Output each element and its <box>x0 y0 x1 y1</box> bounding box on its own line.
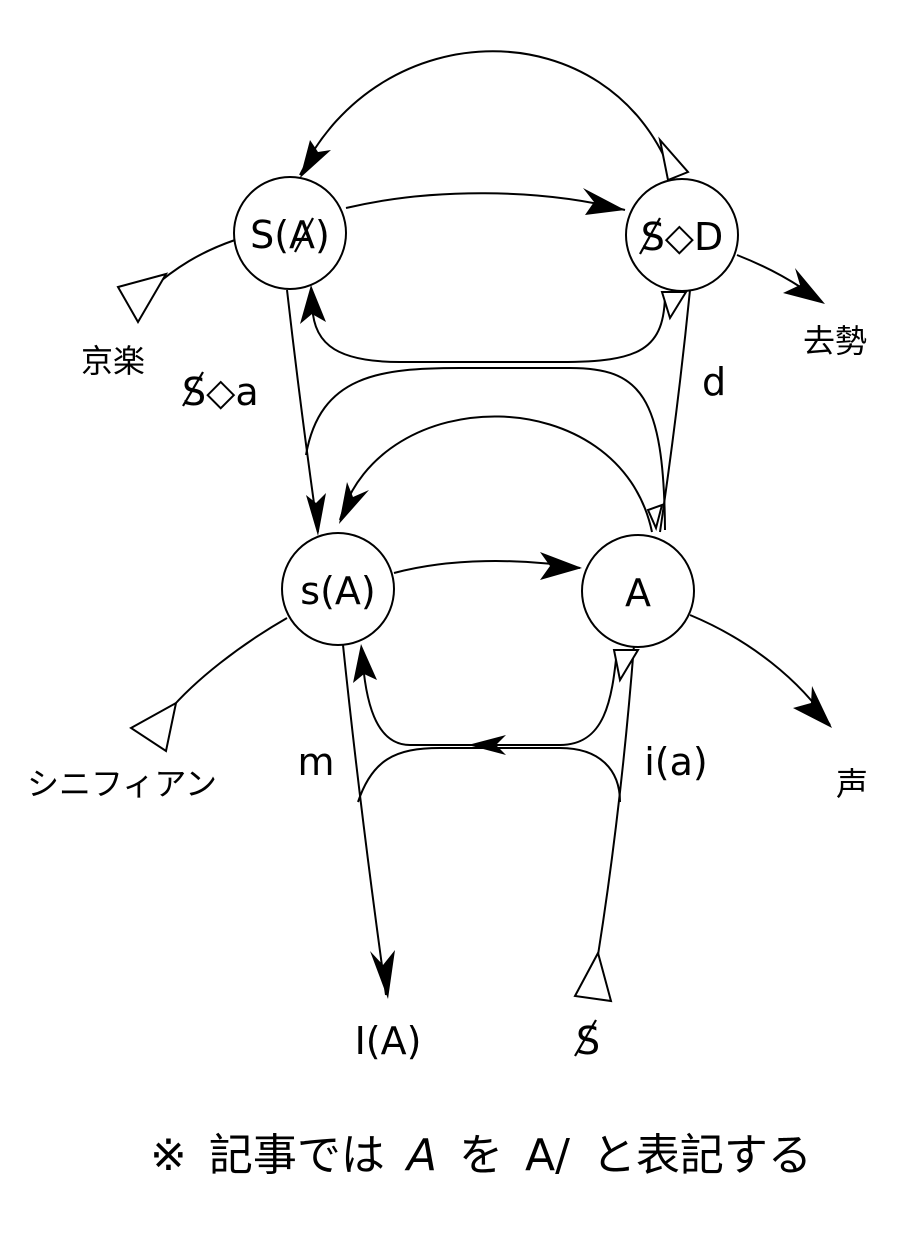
label-ideal: I(A) <box>355 1019 422 1063</box>
edge-return-bottom <box>361 649 618 746</box>
arrowhead-return-bottom <box>353 644 377 683</box>
footnote-mark: ※ <box>150 1130 187 1181</box>
edge-cross-over <box>305 367 666 531</box>
label-barred-subject-bar <box>574 1019 597 1057</box>
node-s-of-a-upper: S(A) <box>233 176 347 290</box>
footnote-a-slash: A/ <box>525 1130 570 1181</box>
open-triangle-return-upper <box>660 291 688 321</box>
node-a: A <box>581 534 695 648</box>
node-barred-s-lozenge-d-circle <box>625 178 739 292</box>
label-jouissance: 京楽 <box>81 342 145 380</box>
node-s-of-a-upper-bar <box>294 217 314 253</box>
edge-ideal-down <box>342 644 387 996</box>
label-barred-s-lozenge-a: S◇a <box>182 370 259 414</box>
edge-jouissance <box>149 239 236 291</box>
node-s-of-a-upper-label: S(A) <box>250 213 330 257</box>
node-s-of-a-lower: s(A) <box>281 532 395 646</box>
footnote-barred-a: A <box>404 1130 437 1181</box>
node-s-of-a-lower-circle <box>281 532 395 646</box>
label-m: m <box>297 740 334 784</box>
label-d: d <box>702 360 726 404</box>
node-s-of-a-lower-label: s(A) <box>300 569 375 613</box>
node-s-of-a-upper-circle <box>233 176 347 290</box>
node-barred-s-lozenge-d: S◇D <box>625 178 739 292</box>
open-triangle-signifier <box>129 701 178 753</box>
label-castration: 去勢 <box>803 322 867 360</box>
arrowhead-drive-down <box>306 493 326 536</box>
arrowhead-upper-forward <box>583 188 625 215</box>
arrowhead-castration <box>783 268 825 304</box>
label-signifier: シニフィアン <box>27 765 217 803</box>
open-triangle-return-lower <box>646 503 664 532</box>
label-barred-subject: S <box>576 1019 600 1063</box>
edge-return-upper <box>311 291 666 363</box>
edge-top-arc <box>299 50 673 176</box>
edge-upper-forward <box>345 192 626 211</box>
arrowhead-ideal-down <box>370 950 395 999</box>
footnote-text2: を <box>459 1130 503 1181</box>
edge-signifier <box>167 617 288 713</box>
arrowhead-lower-forward <box>540 552 582 580</box>
arrowhead-top-arc <box>300 140 331 178</box>
open-triangle-top-arc <box>658 136 690 182</box>
node-barred-s-lozenge-d-label: S◇D <box>641 215 724 259</box>
open-triangle-jouissance <box>116 272 169 324</box>
label-barred-s-lozenge-a-bar <box>182 371 204 407</box>
arrowhead-bottom-middle <box>468 735 506 755</box>
open-triangle-subject <box>573 950 613 1003</box>
label-voice: 声 <box>836 765 868 803</box>
footnote: ※ 記事では A を A/ と表記する <box>150 1130 812 1181</box>
edge-return-lower <box>339 415 653 533</box>
footnote-text1: 記事では <box>209 1130 385 1181</box>
edge-subject-down <box>597 644 635 956</box>
arrowhead-return-upper <box>300 285 326 324</box>
arrowhead-voice <box>793 686 832 728</box>
footnote-text3: と表記する <box>592 1130 812 1181</box>
node-a-circle <box>581 534 695 648</box>
arrowhead-return-lower <box>339 482 369 524</box>
edge-drive-down <box>286 289 319 533</box>
edge-cross-under <box>357 747 621 803</box>
node-barred-s-lozenge-d-bar <box>639 217 661 255</box>
open-triangle-return-bottom <box>612 649 640 683</box>
node-a-label: A <box>625 571 651 615</box>
label-i-of-a: i(a) <box>644 740 708 784</box>
